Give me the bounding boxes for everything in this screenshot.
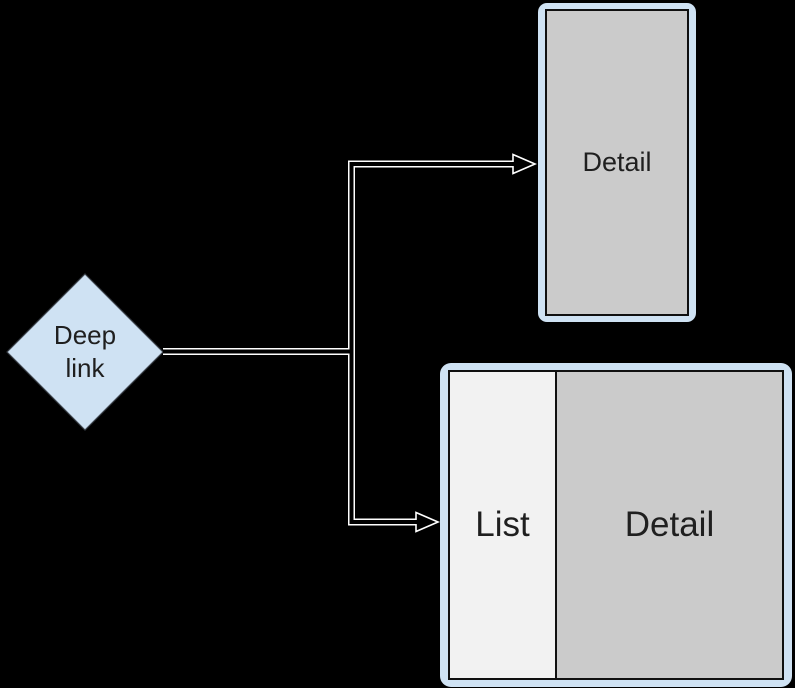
tablet-detail-label: Detail [624,505,715,544]
phone-detail-label: Detail [582,147,652,177]
phone-detail-mock: Detail [538,3,696,322]
arrowhead-tablet-seam [414,520,418,524]
arrowhead-to-phone-icon [512,153,538,175]
phone-screen: Detail [545,9,689,316]
tablet-list-pane: List [450,372,555,678]
arrowhead-phone-seam [511,162,515,166]
deep-link-node-label: Deep link [53,320,117,383]
tablet-list-label: List [475,505,530,544]
connector-main-core [349,162,516,524]
deep-link-diamond-shape [6,273,164,431]
tablet-screen: List Detail [448,370,784,680]
tablet-detail-pane: Detail [557,372,782,678]
arrowhead-to-tablet-icon [415,511,441,533]
tablet-list-detail-mock: List Detail [440,363,792,687]
tablet-pane-divider [555,372,557,678]
